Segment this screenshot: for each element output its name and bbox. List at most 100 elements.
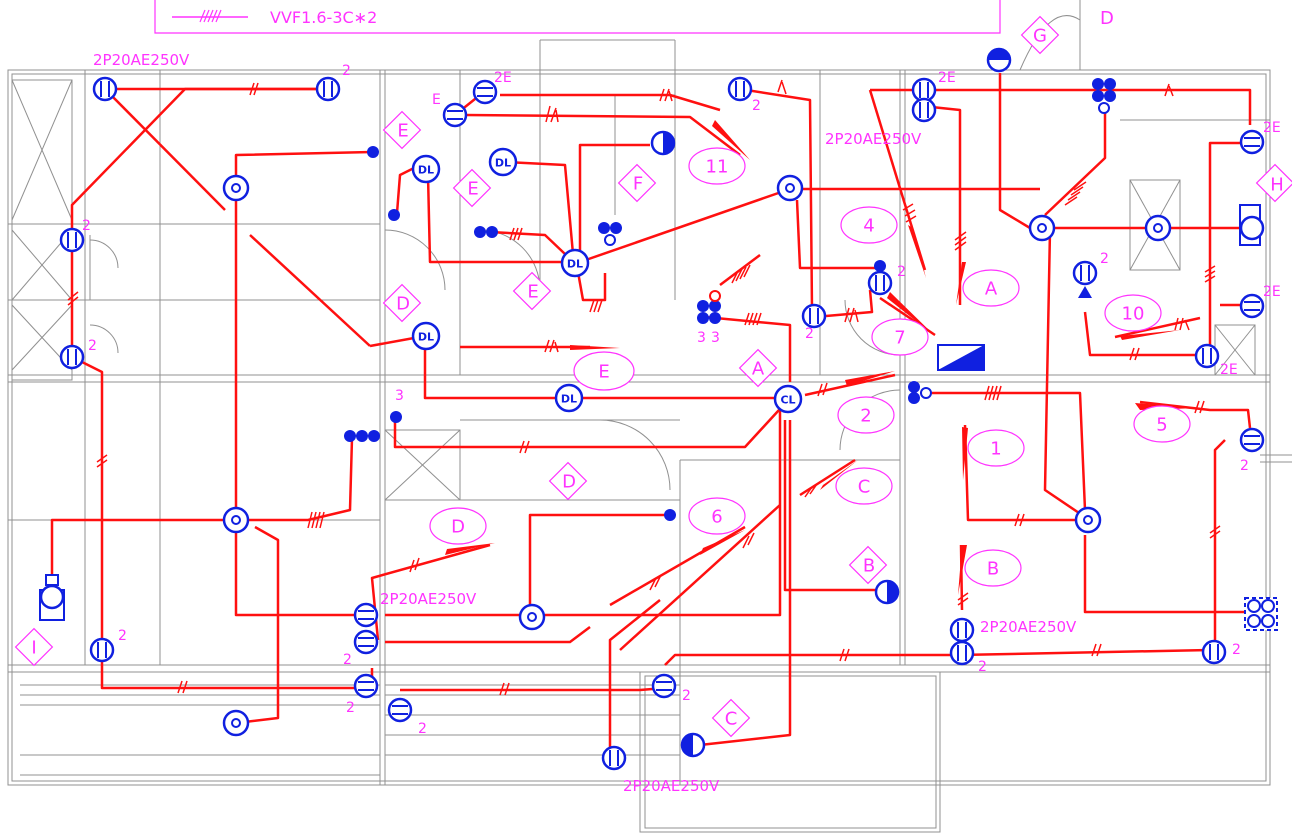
switch-outlet-icon [89,637,115,663]
switch-outlet-icon [601,745,627,771]
ceiling-light-icon: CL [773,384,803,414]
diamond-marker: E [382,110,422,150]
fixtures: DL DL DL DL DL CL [39,47,1278,771]
count-label: 2 [805,326,814,342]
svg-text:5: 5 [1156,415,1167,436]
oval-marker: 2 [837,396,895,434]
bracket-light-icon [680,732,706,758]
diamond-marker: D [382,283,422,323]
switch-outlet-icon [911,97,937,123]
distribution-panel-icon [937,344,985,371]
oval-marker: A [962,269,1020,307]
svg-text:B: B [863,556,875,577]
diamond-marker: B [848,545,888,585]
switch-cluster-icon [344,430,380,442]
bracket-light-icon [650,130,676,156]
diamond-marker: C [711,698,751,738]
count-label: 2 [752,98,761,114]
e-label: 2E [938,70,956,86]
count-label: 2 [346,700,355,716]
receptacle-icon [442,102,468,128]
count-label: 2 [1240,458,1249,474]
receptacle-icon [353,629,379,655]
diamond-marker: G [1020,15,1060,55]
receptacle-icon [387,697,413,723]
receptacle-icon [651,673,677,699]
count-label: 2 [88,338,97,354]
svg-text:E: E [397,121,408,142]
diamond-marker: H [1255,163,1292,203]
bracket-light-icon [986,47,1012,73]
arrow-marks [445,120,1200,595]
junction-dot-icon [388,209,400,221]
switch-outlet-icon [801,303,827,329]
ceiling-outlet-icon [222,506,250,534]
receptacle-icon [353,673,379,699]
oval-marker: 4 [840,206,898,244]
junction-dot-icon [390,411,402,423]
count-label: 2 [897,264,906,280]
svg-text:10: 10 [1122,304,1145,325]
ceiling-outlet-icon [1028,214,1056,242]
switch-outlet-icon [59,227,85,253]
receptacle-icon [1239,129,1265,155]
switch-outlet-icon [867,270,893,296]
svg-text:7: 7 [894,328,905,349]
switch-outlet-icon [59,344,85,370]
e-label: 2E [1263,120,1281,136]
junction-dot-icon [874,260,886,272]
fan-icon [39,574,65,621]
receptacle-icon [1239,293,1265,319]
switch-outlet-icon [315,76,341,102]
circuit-labels: G H E E E F D A [14,15,1292,795]
svg-text:4: 4 [863,216,874,237]
count-label: 2 [342,63,351,79]
switch-outlet-icon [1194,343,1220,369]
legend: VVF1.6-3C∗2 [154,0,1001,34]
switch-cluster-icon [1092,78,1116,114]
e-label: 2E [1220,362,1238,378]
oval-marker: 6 [688,497,746,535]
ceiling-outlet-icon [222,709,250,737]
receptacle-icon [1239,427,1265,453]
svg-text:11: 11 [706,157,729,178]
junction-box-icon [1244,597,1278,631]
breaker-rating: 2P20AE250V [825,130,922,148]
count-label: 2 [118,628,127,644]
svg-text:E: E [527,282,538,303]
svg-text:DL: DL [418,164,434,177]
count-label: 2 [682,688,691,704]
svg-text:A: A [752,359,765,380]
switch-outlet-icon [92,76,118,102]
breaker-rating: 2P20AE250V [93,51,190,69]
ceiling-outlet-icon [1144,214,1172,242]
count-label: 2 [1100,251,1109,267]
oval-marker: E [573,351,635,391]
wire-ticks [67,79,1221,696]
oval-marker: 7 [871,318,929,356]
downlight-icon: DL [411,154,441,184]
legend-text: VVF1.6-3C∗2 [270,8,377,27]
switch-cluster-icon [474,226,498,238]
ceiling-outlet-icon [1074,506,1102,534]
count-label: 2 [343,652,352,668]
diamond-marker: E [512,271,552,311]
breaker-rating: 2P20AE250V [623,777,720,795]
diamond-marker: F [617,163,657,203]
svg-text:DL: DL [418,331,434,344]
oval-marker: 11 [688,147,746,185]
svg-text:2: 2 [860,406,871,427]
oval-marker: 10 [1104,294,1162,332]
switch-cluster-icon [598,222,622,246]
breaker-rating: 2P20AE250V [980,618,1077,636]
svg-text:E: E [598,362,609,383]
switch-cluster-icon [697,290,721,324]
diamond-marker: E [452,168,492,208]
oval-marker: D [429,507,487,545]
oval-marker: C [835,467,893,505]
oval-marker: 5 [1133,405,1191,443]
e-label: 2E [1263,284,1281,300]
receptacle-icon [353,602,379,628]
breaker-rating: 2P20AE250V [380,590,477,608]
